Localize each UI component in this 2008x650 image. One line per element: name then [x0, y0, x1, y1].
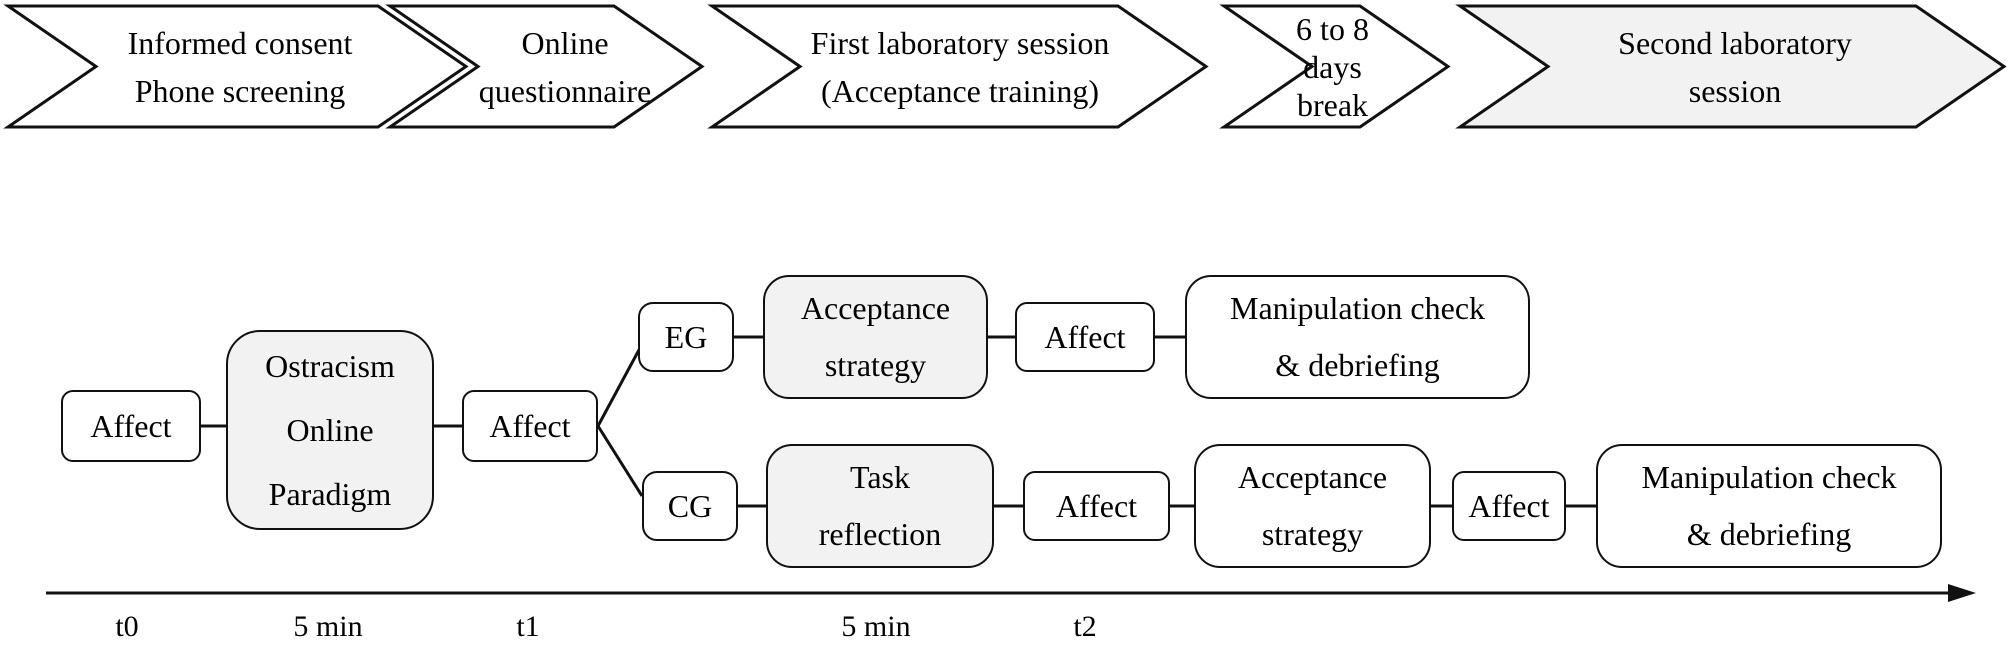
- phase-label-4: 6 to 8 days break: [1250, 6, 1415, 127]
- box-acceptance-strategy-cg: Acceptance strategy: [1194, 444, 1431, 568]
- box-label: Acceptance: [800, 290, 951, 326]
- box-eg-group: EG: [638, 302, 734, 372]
- box-label: EG: [664, 318, 708, 355]
- box-label: Online: [286, 412, 374, 448]
- phase-label-5: Second laboratory session: [1520, 6, 1950, 127]
- phase-label-line: Phone screening: [134, 72, 346, 109]
- timeline-label-5min-1: 5 min: [293, 610, 363, 643]
- box-label: Affect: [489, 407, 571, 444]
- box-manipulation-check-eg: Manipulation check & debriefing: [1185, 275, 1530, 399]
- phase-label-line: 6 to 8: [1296, 10, 1369, 47]
- box-label: strategy: [824, 347, 927, 383]
- timeline-label-t0: t0: [115, 610, 139, 643]
- box-manipulation-check-cg: Manipulation check & debriefing: [1596, 444, 1942, 568]
- box-cg-group: CG: [642, 471, 738, 541]
- box-affect-t2-eg: Affect: [1015, 302, 1155, 372]
- box-label: Acceptance: [1237, 459, 1388, 495]
- box-affect-t2-cg: Affect: [1023, 471, 1170, 541]
- box-affect-t0: Affect: [61, 390, 201, 462]
- phase-chevron-3-shape: [707, 4, 1209, 129]
- phase-label-line: First laboratory session: [810, 24, 1110, 61]
- phase-label-line: Informed consent: [127, 24, 353, 61]
- phase-label-line: questionnaire: [478, 72, 652, 109]
- box-acceptance-strategy-eg: Acceptance strategy: [763, 275, 988, 399]
- box-task-reflection: Task reflection: [766, 444, 994, 568]
- box-label: Manipulation check: [1229, 290, 1486, 326]
- box-label: Affect: [90, 407, 172, 444]
- phase-label-line: Online: [521, 24, 609, 61]
- box-affect-cg-2: Affect: [1452, 471, 1566, 541]
- timeline-label-t1: t1: [516, 610, 540, 643]
- box-label: Task: [850, 459, 910, 495]
- box-label: Affect: [1055, 487, 1138, 524]
- timeline-label-5min-2: 5 min: [841, 610, 911, 643]
- box-ostracism-online-paradigm: Ostracism Online Paradigm: [226, 330, 434, 530]
- phase-chevron-4-shape: [1219, 4, 1451, 129]
- box-label: reflection: [818, 516, 942, 552]
- box-label: Affect: [1468, 487, 1550, 524]
- box-label: strategy: [1261, 516, 1364, 552]
- phase-label-line: break: [1296, 86, 1369, 123]
- box-label: CG: [667, 487, 713, 524]
- phase-label-1: Informed consent Phone screening: [60, 6, 420, 127]
- phase-label-2: Online questionnaire: [440, 6, 690, 127]
- phase-label-line: Second laboratory: [1618, 24, 1852, 61]
- box-label: Affect: [1044, 318, 1126, 355]
- box-label: Ostracism: [265, 348, 395, 384]
- timeline-arrow: [46, 584, 1976, 602]
- phase-label-3: First laboratory session (Acceptance tra…: [745, 6, 1175, 127]
- box-label: Manipulation check: [1641, 459, 1897, 495]
- box-label: & debriefing: [1275, 347, 1440, 383]
- connector-lines: [201, 335, 1596, 508]
- box-label: & debriefing: [1686, 516, 1852, 552]
- phase-chevron-5-shape: [1455, 4, 2007, 129]
- phase-chevron-2-shape: [385, 4, 705, 129]
- phase-label-line: days: [1303, 48, 1362, 85]
- phase-chevron-1-shape: [3, 4, 469, 129]
- box-label: Paradigm: [268, 476, 392, 512]
- phase-label-line: (Acceptance training): [820, 72, 1100, 109]
- timeline-label-t2: t2: [1073, 610, 1097, 643]
- box-affect-t1: Affect: [462, 390, 598, 462]
- phase-label-line: session: [1688, 72, 1782, 109]
